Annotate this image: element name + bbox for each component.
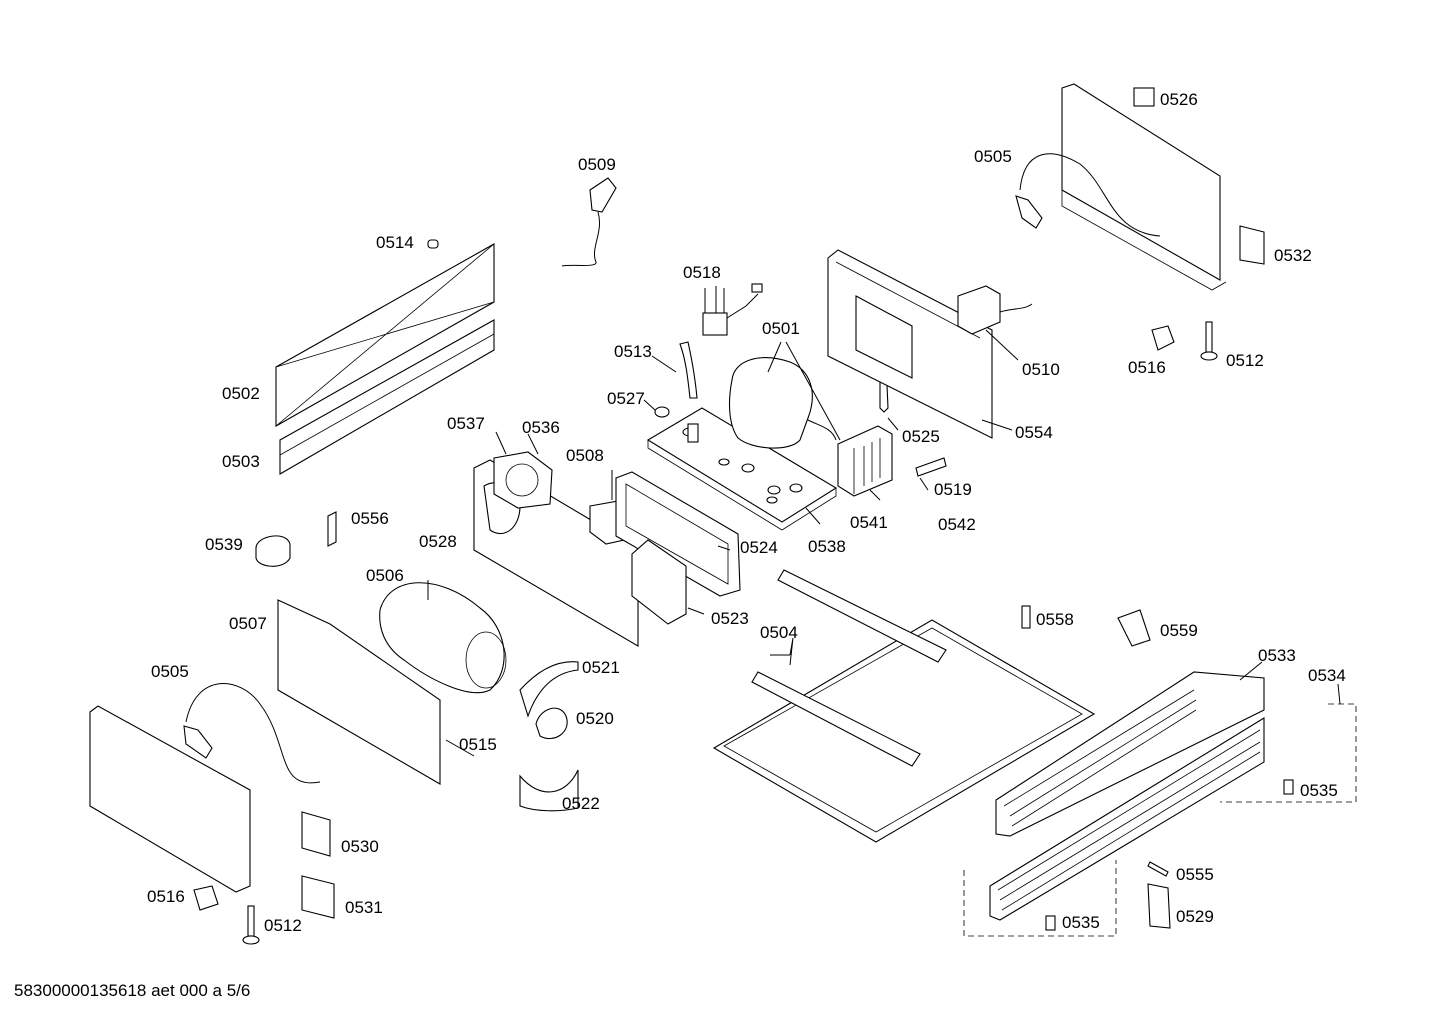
small-cap-part: [427, 239, 439, 249]
tube-part: [679, 341, 698, 399]
label-0516-upper: 0516: [1128, 358, 1166, 377]
small-bracket-part: [327, 511, 337, 547]
label-0555: 0555: [1176, 865, 1214, 884]
label-0556: 0556: [351, 509, 389, 528]
wire-part: [445, 739, 475, 757]
label-0515: 0515: [459, 735, 497, 754]
label-0532: 0532: [1274, 246, 1312, 265]
junction-box-part: [837, 425, 893, 497]
front-grille-parts: [989, 671, 1265, 921]
label-0526: 0526: [1160, 90, 1198, 109]
label-0538: 0538: [808, 537, 846, 556]
label-0524: 0524: [740, 538, 778, 557]
label-0535-lower: 0535: [1062, 913, 1100, 932]
floor-tray-part: [712, 569, 1096, 843]
grille-group-outline-lower: [963, 860, 1117, 937]
label-0554: 0554: [1015, 423, 1053, 442]
clip-upper-part: [1151, 325, 1175, 351]
label-0512-lower: 0512: [264, 916, 302, 935]
blower-motor-part: [379, 582, 507, 694]
leader-lines: [427, 329, 1341, 705]
label-0558: 0558: [1036, 610, 1074, 629]
label-0508: 0508: [566, 446, 604, 465]
terminal-strip-part: [915, 457, 947, 477]
label-0518: 0518: [683, 263, 721, 282]
label-0541: 0541: [850, 513, 888, 532]
label-0519: 0519: [934, 480, 972, 499]
grille-clips-parts: [1045, 779, 1294, 931]
clip-part: [1133, 87, 1155, 107]
compressor-part: [646, 357, 838, 531]
label-0513: 0513: [614, 342, 652, 361]
lower-fasteners-parts: [193, 885, 260, 945]
label-0502: 0502: [222, 384, 260, 403]
bracket-part: [1239, 225, 1265, 265]
lower-left-housing-part: [89, 683, 321, 893]
shroud-parts: [519, 661, 579, 812]
screw-upper-part: [1200, 321, 1218, 361]
label-0505-upper: 0505: [974, 147, 1012, 166]
label-0539: 0539: [205, 535, 243, 554]
back-panel-part: [827, 249, 993, 439]
gasket-part: [615, 471, 741, 597]
upper-right-housing-part: [1015, 83, 1227, 291]
lower-brackets-parts: [301, 811, 335, 919]
baffle-panel-part: [277, 599, 441, 785]
grommet-part: [654, 406, 670, 418]
label-0516-lower: 0516: [147, 887, 185, 906]
label-0505-lower: 0505: [151, 662, 189, 681]
label-0504: 0504: [760, 623, 798, 642]
label-0530: 0530: [341, 837, 379, 856]
label-0559: 0559: [1160, 621, 1198, 640]
label-0514: 0514: [376, 233, 414, 252]
grille-group-outline-upper: [1220, 703, 1357, 803]
part-labels: 0509 0514 0518 0501 0513 0502 0527 0537 …: [147, 90, 1346, 935]
label-0522: 0522: [562, 794, 600, 813]
control-board-part: [631, 539, 687, 625]
label-0534: 0534: [1308, 666, 1346, 685]
label-0523: 0523: [711, 609, 749, 628]
front-panel-part: [275, 243, 495, 427]
spring-clip-parts: [1021, 605, 1151, 647]
label-0537: 0537: [447, 414, 485, 433]
label-0529: 0529: [1176, 907, 1214, 926]
label-0501: 0501: [762, 319, 800, 338]
label-0512-upper: 0512: [1226, 351, 1264, 370]
label-0509: 0509: [578, 155, 616, 174]
label-0527: 0527: [607, 389, 645, 408]
label-0533: 0533: [1258, 646, 1296, 665]
label-0528: 0528: [419, 532, 457, 551]
axial-fan-part: [493, 451, 553, 509]
label-0521: 0521: [582, 658, 620, 677]
lower-strip-part: [279, 319, 495, 475]
label-0542: 0542: [938, 515, 976, 534]
document-id-footer: 58300000135618 aet 000 a 5/6: [14, 981, 251, 1000]
label-0506: 0506: [366, 566, 404, 585]
label-0535-upper: 0535: [1300, 781, 1338, 800]
label-0510: 0510: [1022, 360, 1060, 379]
label-0507: 0507: [229, 614, 267, 633]
relay-part: [702, 283, 763, 336]
transformer-part: [957, 285, 1033, 335]
label-0520: 0520: [576, 709, 614, 728]
capacitor-part: [255, 535, 291, 567]
label-0531: 0531: [345, 898, 383, 917]
power-cord-plug-part: [561, 177, 617, 267]
label-0536: 0536: [522, 418, 560, 437]
label-0503: 0503: [222, 452, 260, 471]
label-0525: 0525: [902, 427, 940, 446]
